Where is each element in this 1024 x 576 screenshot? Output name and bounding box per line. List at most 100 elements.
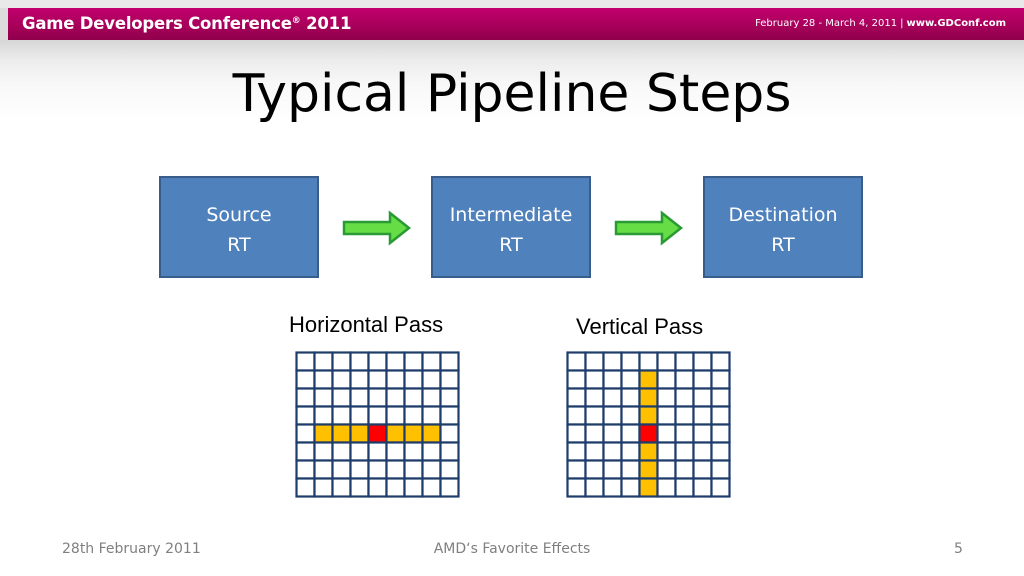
grid-cell — [656, 423, 677, 444]
grid-cell — [710, 387, 731, 408]
grid-cell — [602, 351, 623, 372]
grid-cell — [566, 423, 587, 444]
source-rt-box: Source RT — [159, 176, 319, 278]
header-fade — [0, 40, 1024, 120]
conference-name: Game Developers Conference® 2011 — [22, 14, 351, 33]
grid-cell — [385, 351, 406, 372]
grid-cell — [674, 387, 695, 408]
grid-cell — [403, 405, 424, 426]
conference-url: www.GDConf.com — [906, 18, 1006, 29]
grid-cell — [710, 477, 731, 498]
grid-cell — [439, 351, 460, 372]
grid-cell — [349, 459, 370, 480]
destination-box-line1: Destination — [728, 204, 838, 226]
grid-cell-tap — [638, 369, 659, 390]
grid-cell — [674, 441, 695, 462]
grid-cell-tap — [638, 477, 659, 498]
grid-cell — [656, 369, 677, 390]
grid-cell — [349, 405, 370, 426]
grid-cell — [566, 459, 587, 480]
grid-cell — [331, 405, 352, 426]
grid-cell — [692, 405, 713, 426]
slide-title: Typical Pipeline Steps — [232, 64, 792, 124]
source-box-line2: RT — [227, 234, 251, 256]
destination-box-line2: RT — [771, 234, 795, 256]
page-number: 5 — [954, 541, 963, 557]
grid-cell — [710, 459, 731, 480]
grid-cell — [620, 477, 641, 498]
grid-cell-tap — [638, 459, 659, 480]
grid-cell — [367, 369, 388, 390]
grid-cell — [602, 459, 623, 480]
grid-cell — [584, 405, 605, 426]
grid-cell — [620, 459, 641, 480]
conference-year: 2011 — [306, 14, 352, 33]
grid-cell — [385, 477, 406, 498]
intermediate-rt-box: Intermediate RT — [431, 176, 591, 278]
grid-cell — [439, 459, 460, 480]
grid-cell-tap — [638, 405, 659, 426]
right-arrow-icon — [342, 210, 412, 246]
grid-cell-center — [367, 423, 388, 444]
grid-cell — [421, 477, 442, 498]
grid-cell — [295, 369, 316, 390]
grid-cell — [674, 405, 695, 426]
grid-cell — [349, 441, 370, 462]
grid-cell — [403, 477, 424, 498]
grid-cell — [656, 477, 677, 498]
grid-cell — [602, 441, 623, 462]
grid-cell — [566, 477, 587, 498]
grid-cell — [674, 369, 695, 390]
grid-cell — [313, 459, 334, 480]
grid-cell — [584, 369, 605, 390]
right-arrow-icon — [614, 210, 684, 246]
grid-cell — [656, 459, 677, 480]
grid-cell — [385, 369, 406, 390]
grid-cell — [638, 351, 659, 372]
grid-cell — [385, 387, 406, 408]
grid-cell — [620, 369, 641, 390]
top-strip — [0, 0, 1024, 8]
grid-cell — [692, 369, 713, 390]
grid-cell — [656, 405, 677, 426]
grid-cell — [584, 477, 605, 498]
registered-mark: ® — [291, 16, 301, 26]
grid-cell — [656, 387, 677, 408]
grid-cell — [656, 441, 677, 462]
grid-cell — [313, 405, 334, 426]
grid-cell — [566, 351, 587, 372]
grid-cell — [421, 369, 442, 390]
grid-cell-tap — [313, 423, 334, 444]
grid-cell — [331, 477, 352, 498]
grid-cell — [313, 369, 334, 390]
grid-cell — [367, 351, 388, 372]
footer-title: AMD‘s Favorite Effects — [433, 541, 591, 557]
grid-cell-tap — [403, 423, 424, 444]
grid-cell — [313, 387, 334, 408]
grid-cell — [620, 405, 641, 426]
source-box-line1: Source — [206, 204, 272, 226]
intermediate-box-line1: Intermediate — [449, 204, 573, 226]
grid-cell — [602, 369, 623, 390]
grid-cell — [602, 423, 623, 444]
grid-cell — [602, 477, 623, 498]
grid-cell — [385, 459, 406, 480]
grid-cell — [620, 387, 641, 408]
destination-rt-box: Destination RT — [703, 176, 863, 278]
grid-cell — [439, 477, 460, 498]
grid-cell — [367, 459, 388, 480]
grid-cell — [349, 387, 370, 408]
grid-cell — [566, 441, 587, 462]
grid-cell — [367, 387, 388, 408]
grid-cell — [710, 351, 731, 372]
grid-cell — [439, 441, 460, 462]
grid-cell — [692, 441, 713, 462]
grid-cell — [710, 423, 731, 444]
grid-cell-tap — [331, 423, 352, 444]
conference-title: Game Developers Conference — [22, 14, 292, 33]
conference-info: February 28 - March 4, 2011|www.GDConf.c… — [755, 18, 1006, 29]
grid-cell — [692, 459, 713, 480]
grid-cell — [710, 369, 731, 390]
grid-cell — [295, 387, 316, 408]
horizontal-pass-label: Horizontal Pass — [289, 312, 444, 337]
